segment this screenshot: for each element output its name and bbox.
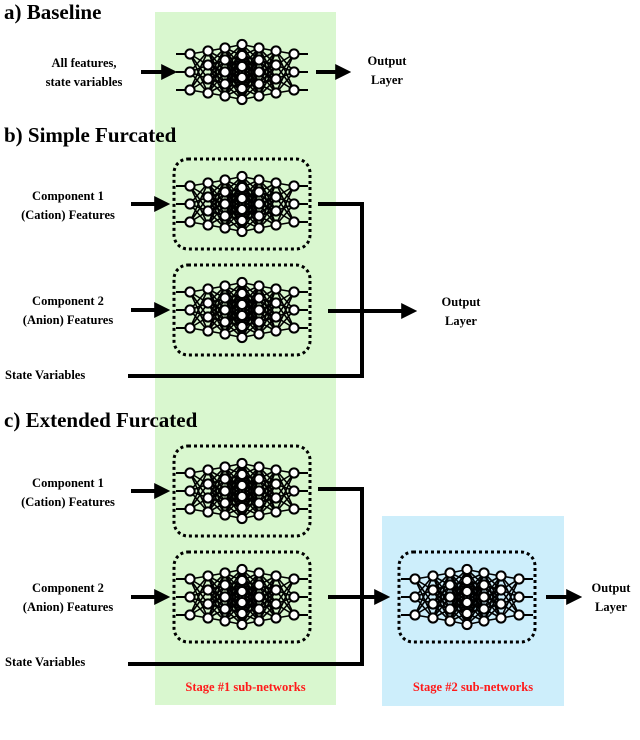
panel-c-state-label: State Variables: [5, 655, 86, 669]
panel-a-input-line2: state variables: [45, 75, 123, 89]
panel-c-comp1-line2: (Cation) Features: [21, 495, 115, 509]
wire-c-top: [318, 487, 364, 597]
panel-a-output-line2: Layer: [371, 73, 403, 87]
panel-b-comp2-line2: (Anion) Features: [22, 313, 114, 327]
panel-b-comp2-label: Component 2 (Anion) Features: [4, 292, 132, 330]
wire-b-state: [128, 311, 364, 378]
wire-b-top: [318, 202, 364, 311]
panel-b-output-line1: Output: [441, 295, 481, 309]
panel-b-comp1-line1: Component 1: [32, 189, 104, 203]
panel-b-comp1-label: Component 1 (Cation) Features: [4, 187, 132, 225]
panel-c-comp2-line1: Component 2: [32, 581, 104, 595]
panel-c-output-line1: Output: [591, 581, 631, 595]
network-c-component2: [172, 550, 312, 644]
panel-c-comp1-line1: Component 1: [32, 476, 104, 490]
panel-b-output-label: Output Layer: [426, 293, 496, 331]
panel-c-comp2-label: Component 2 (Anion) Features: [4, 579, 132, 617]
network-a-baseline: [176, 38, 308, 106]
panel-b-comp1-line2: (Cation) Features: [21, 208, 115, 222]
network-c-component1: [172, 444, 312, 538]
panel-a-input-label: All features, state variables: [26, 54, 142, 92]
panel-b-comp2-line1: Component 2: [32, 294, 104, 308]
panel-b-output-line2: Layer: [445, 314, 477, 328]
panel-c-title: c) Extended Furcated: [4, 408, 198, 432]
wire-c-state: [128, 597, 364, 666]
stage2-label: Stage #2 sub-networks: [412, 680, 534, 694]
panel-c-comp2-line2: (Anion) Features: [22, 600, 114, 614]
network-c-stage2: [397, 550, 537, 644]
panel-c-comp1-label: Component 1 (Cation) Features: [4, 474, 132, 512]
network-b-component1: [172, 157, 312, 251]
panel-b-title: b) Simple Furcated: [4, 123, 177, 147]
panel-c-output-label: Output Layer: [582, 579, 640, 617]
stage1-label: Stage #1 sub-networks: [185, 680, 306, 694]
panel-a-input-line1: All features,: [51, 56, 117, 70]
panel-a-output-label: Output Layer: [352, 52, 422, 90]
network-b-component2: [172, 263, 312, 357]
panel-b-state-label: State Variables: [5, 368, 86, 382]
panel-c-output-line2: Layer: [595, 600, 627, 614]
panel-a-title: a) Baseline: [4, 0, 102, 24]
panel-a-output-line1: Output: [367, 54, 407, 68]
